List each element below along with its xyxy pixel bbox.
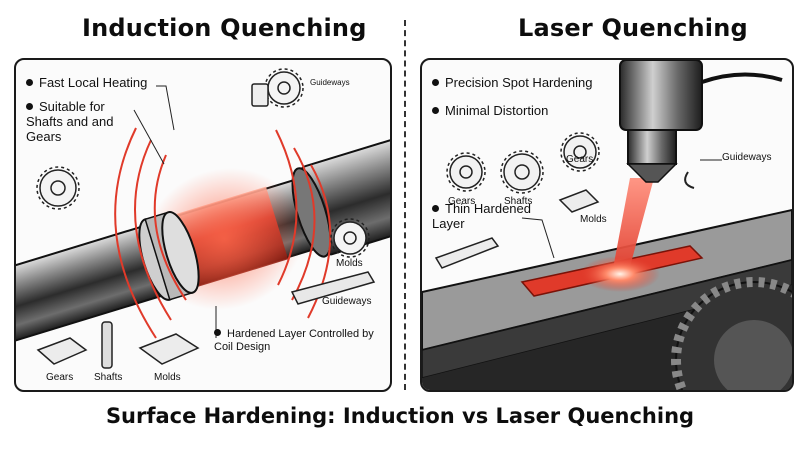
shaft xyxy=(16,128,390,351)
gears-label: Gears xyxy=(46,372,74,383)
panel-divider xyxy=(404,20,406,390)
precision-label: Precision Spot Hardening xyxy=(432,75,592,91)
guideways-top-label: Guideways xyxy=(310,78,350,87)
induction-panel: Fast Local Heating Suitable for Shafts a… xyxy=(14,58,392,392)
mold-icon xyxy=(138,333,200,365)
guideway-block xyxy=(290,271,376,305)
block-icon-top xyxy=(251,83,269,107)
molds-mid-label: Molds xyxy=(336,258,363,269)
thin-layer-label: Thin Hardened Layer xyxy=(432,201,536,232)
induction-illustration xyxy=(16,68,390,369)
mold-block-icon xyxy=(558,189,600,213)
guideways-mid-label: Guideways xyxy=(322,296,372,307)
gear-block-icon xyxy=(36,337,88,365)
guideway-small-icon xyxy=(434,237,500,269)
gears-small-label: Gears xyxy=(566,154,594,165)
gear-b xyxy=(500,150,544,194)
gear-c xyxy=(560,132,600,172)
gear-mid xyxy=(330,218,370,258)
shaft-pin-icon xyxy=(101,321,113,369)
distortion-label: Minimal Distortion xyxy=(432,103,548,119)
caption: Surface Hardening: Induction vs Laser Qu… xyxy=(105,404,695,428)
induction-title: Induction Quenching xyxy=(82,14,367,42)
gear-large xyxy=(671,277,792,390)
laser-panel: Precision Spot Hardening Minimal Distort… xyxy=(420,58,794,392)
fast-heating-label: Fast Local Heating xyxy=(26,75,147,91)
clamp-icon xyxy=(684,171,695,189)
laser-head xyxy=(619,60,783,183)
molds-label: Molds xyxy=(154,372,181,383)
laser-illustration xyxy=(422,60,792,390)
suitable-label: Suitable for Shafts and and Gears xyxy=(26,99,136,145)
guideways-label-right: Guideways xyxy=(722,152,772,163)
gear-a xyxy=(446,152,486,192)
hardened-layer-label: Hardened Layer Controlled by Coil Design xyxy=(214,328,374,353)
gear-left xyxy=(36,166,80,210)
laser-title: Laser Quenching xyxy=(518,14,748,42)
shafts-label: Shafts xyxy=(94,372,123,383)
gear-top xyxy=(264,68,304,108)
molds-label-right: Molds xyxy=(580,214,607,225)
laser-beam xyxy=(612,178,654,274)
